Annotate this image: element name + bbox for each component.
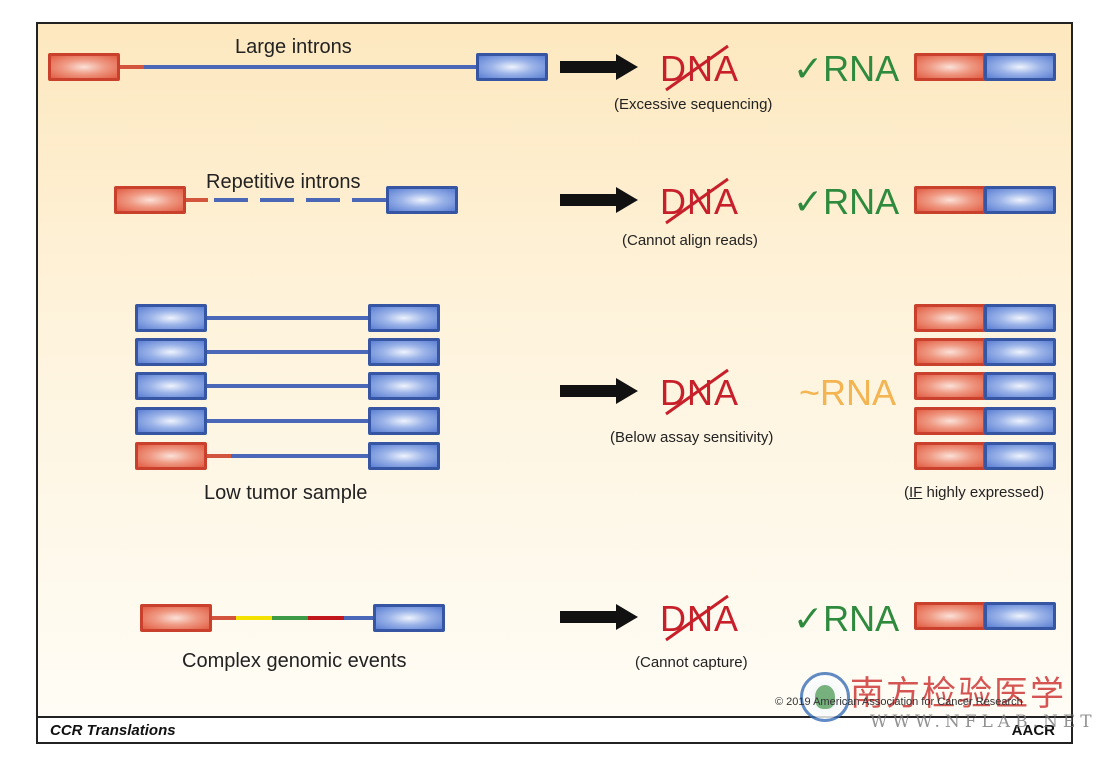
seal-logo-icon: [800, 672, 850, 722]
check-icon: ✓: [793, 48, 824, 89]
segment-yellow: [236, 616, 272, 620]
tilde-icon: ~: [799, 372, 821, 413]
footer-bar: CCR Translations AACR: [38, 716, 1071, 742]
exon-blue: [984, 372, 1056, 400]
exon-blue: [984, 442, 1056, 470]
dna-crossed-text: DNA: [660, 48, 740, 89]
dna-caption: (Excessive sequencing): [614, 96, 773, 113]
watermark-text: 南方检验医学: [850, 674, 1066, 714]
exon-red: [48, 53, 120, 81]
exon-red: [140, 604, 212, 632]
label-low-tumor-sample: Low tumor sample: [204, 482, 368, 504]
label-large-introns: Large introns: [235, 36, 352, 58]
exon-blue: [368, 304, 440, 332]
strike-through-mark: [665, 44, 729, 92]
exon-blue: [984, 602, 1056, 630]
arrow-right-icon: [560, 378, 638, 404]
dna-crossed-text: DNA: [660, 598, 740, 639]
intron-dash: [260, 198, 294, 202]
exon-red: [114, 186, 186, 214]
intron-line: [207, 350, 369, 354]
dna-caption: (Cannot align reads): [622, 232, 758, 249]
exon-red: [914, 407, 986, 435]
exon-blue: [984, 304, 1056, 332]
label-complex-genomic-events: Complex genomic events: [182, 650, 407, 672]
exon-blue: [386, 186, 458, 214]
arrow-right-icon: [560, 604, 638, 630]
intron-dash: [306, 198, 340, 202]
exon-blue: [984, 53, 1056, 81]
exon-blue: [984, 407, 1056, 435]
dna-caption: (Cannot capture): [635, 654, 748, 671]
rna-partial-text: ~RNA: [799, 372, 897, 413]
rna-success-text: ✓RNA: [793, 181, 900, 222]
check-icon: ✓: [793, 598, 824, 639]
intron-dash: [352, 198, 386, 202]
arrow-right-icon: [560, 187, 638, 213]
exon-red: [135, 442, 207, 470]
dna-caption: (Below assay sensitivity): [610, 429, 774, 446]
intron-line: [207, 419, 369, 423]
exon-blue: [984, 338, 1056, 366]
copyright-text: © 2019 American Association for Cancer R…: [775, 696, 1023, 708]
dna-crossed-text: DNA: [660, 181, 740, 222]
segment-green: [272, 616, 308, 620]
intron-line: [344, 616, 374, 620]
rna-success-text: ✓RNA: [793, 48, 900, 89]
journal-section-title: CCR Translations: [50, 722, 176, 739]
exon-blue: [368, 442, 440, 470]
intron-line: [144, 65, 478, 69]
exon-blue: [373, 604, 445, 632]
strike-through-mark: [665, 177, 729, 225]
expression-note: (IF highly expressed): [904, 484, 1045, 501]
exon-blue: [135, 304, 207, 332]
label-repetitive-introns: Repetitive introns: [206, 171, 361, 193]
intron-dash: [214, 198, 248, 202]
exon-blue: [476, 53, 548, 81]
intron-line: [207, 316, 369, 320]
exon-blue: [135, 338, 207, 366]
dna-crossed-text: DNA: [660, 372, 740, 413]
exon-red: [914, 186, 986, 214]
watermark-url: WWW.NFLAB.NET: [870, 712, 1097, 732]
intron-line: [120, 65, 144, 69]
exon-blue: [135, 372, 207, 400]
aacr-logo: AACR: [1011, 722, 1055, 739]
intron-line: [231, 454, 369, 458]
strike-through-mark: [665, 368, 729, 416]
exon-blue: [135, 407, 207, 435]
exon-red: [914, 602, 986, 630]
figure-frame: Large introns DNA (Excessive sequencing)…: [36, 22, 1073, 744]
exon-red: [914, 442, 986, 470]
check-icon: ✓: [793, 181, 824, 222]
arrow-right-icon: [560, 54, 638, 80]
exon-blue: [984, 186, 1056, 214]
segment-red: [308, 616, 344, 620]
intron-line: [212, 616, 236, 620]
exon-red: [914, 304, 986, 332]
exon-red: [914, 53, 986, 81]
exon-red: [914, 338, 986, 366]
exon-blue: [368, 407, 440, 435]
intron-line: [207, 454, 231, 458]
strike-through-mark: [665, 594, 729, 642]
exon-blue: [368, 372, 440, 400]
intron-line: [207, 384, 369, 388]
intron-line: [186, 198, 208, 202]
exon-blue: [368, 338, 440, 366]
exon-red: [914, 372, 986, 400]
rna-success-text: ✓RNA: [793, 598, 900, 639]
